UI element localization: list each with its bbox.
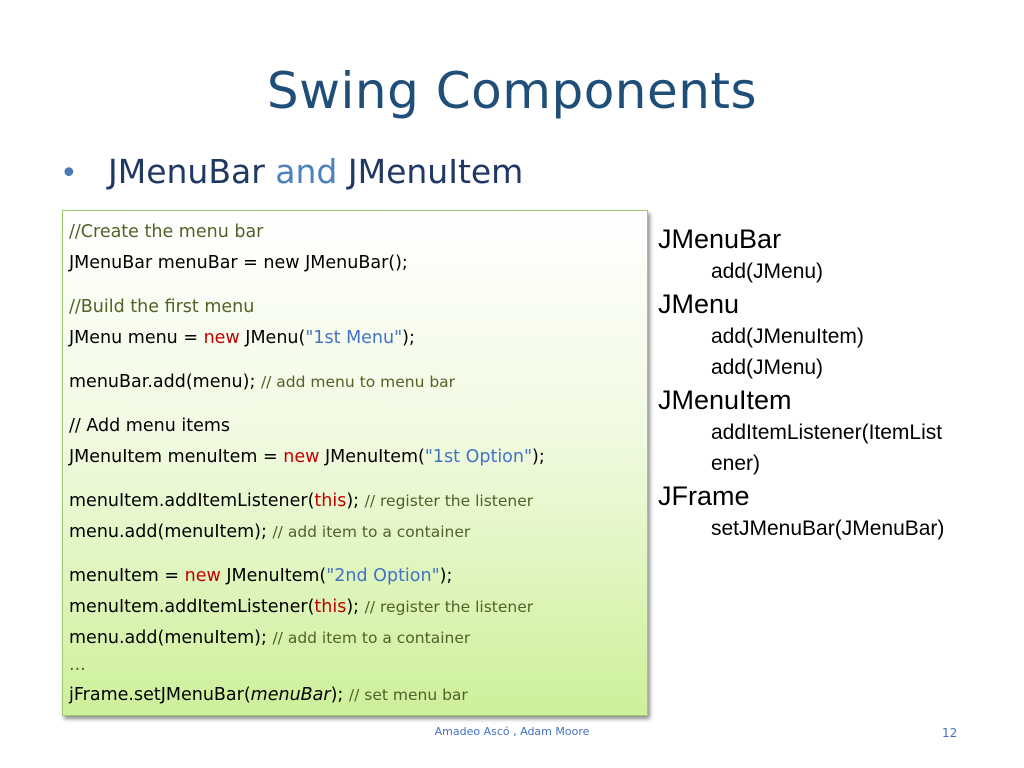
code-comment-create: //Create the menu bar bbox=[69, 222, 264, 242]
api-method: setJMenuBar(JMenuBar) bbox=[711, 517, 945, 540]
code-line-listener-1: menuItem.addItemListener(this); // regis… bbox=[69, 491, 534, 511]
bullet-text-jmenuitem: JMenuItem bbox=[347, 152, 524, 191]
code-line-menuitem-2: menuItem = new JMenuItem("2nd Option"); bbox=[69, 566, 453, 586]
api-method: add(JMenu) bbox=[711, 260, 824, 283]
code-snippet-box: //Create the menu bar JMenuBar menuBar =… bbox=[62, 210, 648, 716]
api-class-jmenuitem: JMenuItem bbox=[658, 385, 792, 415]
code-comment-build: //Build the first menu bbox=[69, 297, 255, 317]
api-method: ener) bbox=[711, 452, 761, 475]
code-line-set-menubar: jFrame.setJMenuBar(menuBar); // set menu… bbox=[69, 685, 468, 705]
code-line-add-menu: menuBar.add(menu); // add menu to menu b… bbox=[69, 372, 456, 392]
api-method: addItemListener(ItemList bbox=[711, 421, 943, 444]
api-class-jmenu: JMenu bbox=[658, 289, 740, 319]
code-comment-items: // Add menu items bbox=[69, 416, 231, 436]
code-line-listener-2: menuItem.addItemListener(this); // regis… bbox=[69, 597, 534, 617]
code-line-add-item-2: menu.add(menuItem); // add item to a con… bbox=[69, 628, 471, 648]
slide-title: Swing Components bbox=[266, 62, 758, 120]
api-class-jmenubar: JMenuBar bbox=[658, 224, 782, 254]
code-ellipsis: ... bbox=[69, 655, 86, 675]
code-line-menuitem: JMenuItem menuItem = new JMenuItem("1st … bbox=[69, 447, 545, 467]
bullet-text-jmenubar: JMenuBar bbox=[108, 152, 265, 191]
code-line-menubar: JMenuBar menuBar = new JMenuBar(); bbox=[69, 253, 408, 273]
page-number: 12 bbox=[942, 726, 958, 740]
api-method: add(JMenu) bbox=[711, 356, 824, 379]
bullet-text-and: and bbox=[275, 152, 338, 191]
api-summary: JMenuBar add(JMenu) JMenu add(JMenuItem)… bbox=[658, 222, 1018, 544]
api-method: add(JMenuItem) bbox=[711, 325, 864, 348]
footer-authors: Amadeo Ascó , Adam Moore bbox=[434, 725, 590, 738]
code-line-add-item-1: menu.add(menuItem); // add item to a con… bbox=[69, 522, 471, 542]
bullet-point: • JMenuBar and JMenuItem bbox=[60, 152, 523, 196]
bullet-icon: • bbox=[60, 156, 78, 191]
code-line-menu: JMenu menu = new JMenu("1st Menu"); bbox=[69, 328, 415, 348]
api-class-jframe: JFrame bbox=[658, 481, 750, 511]
